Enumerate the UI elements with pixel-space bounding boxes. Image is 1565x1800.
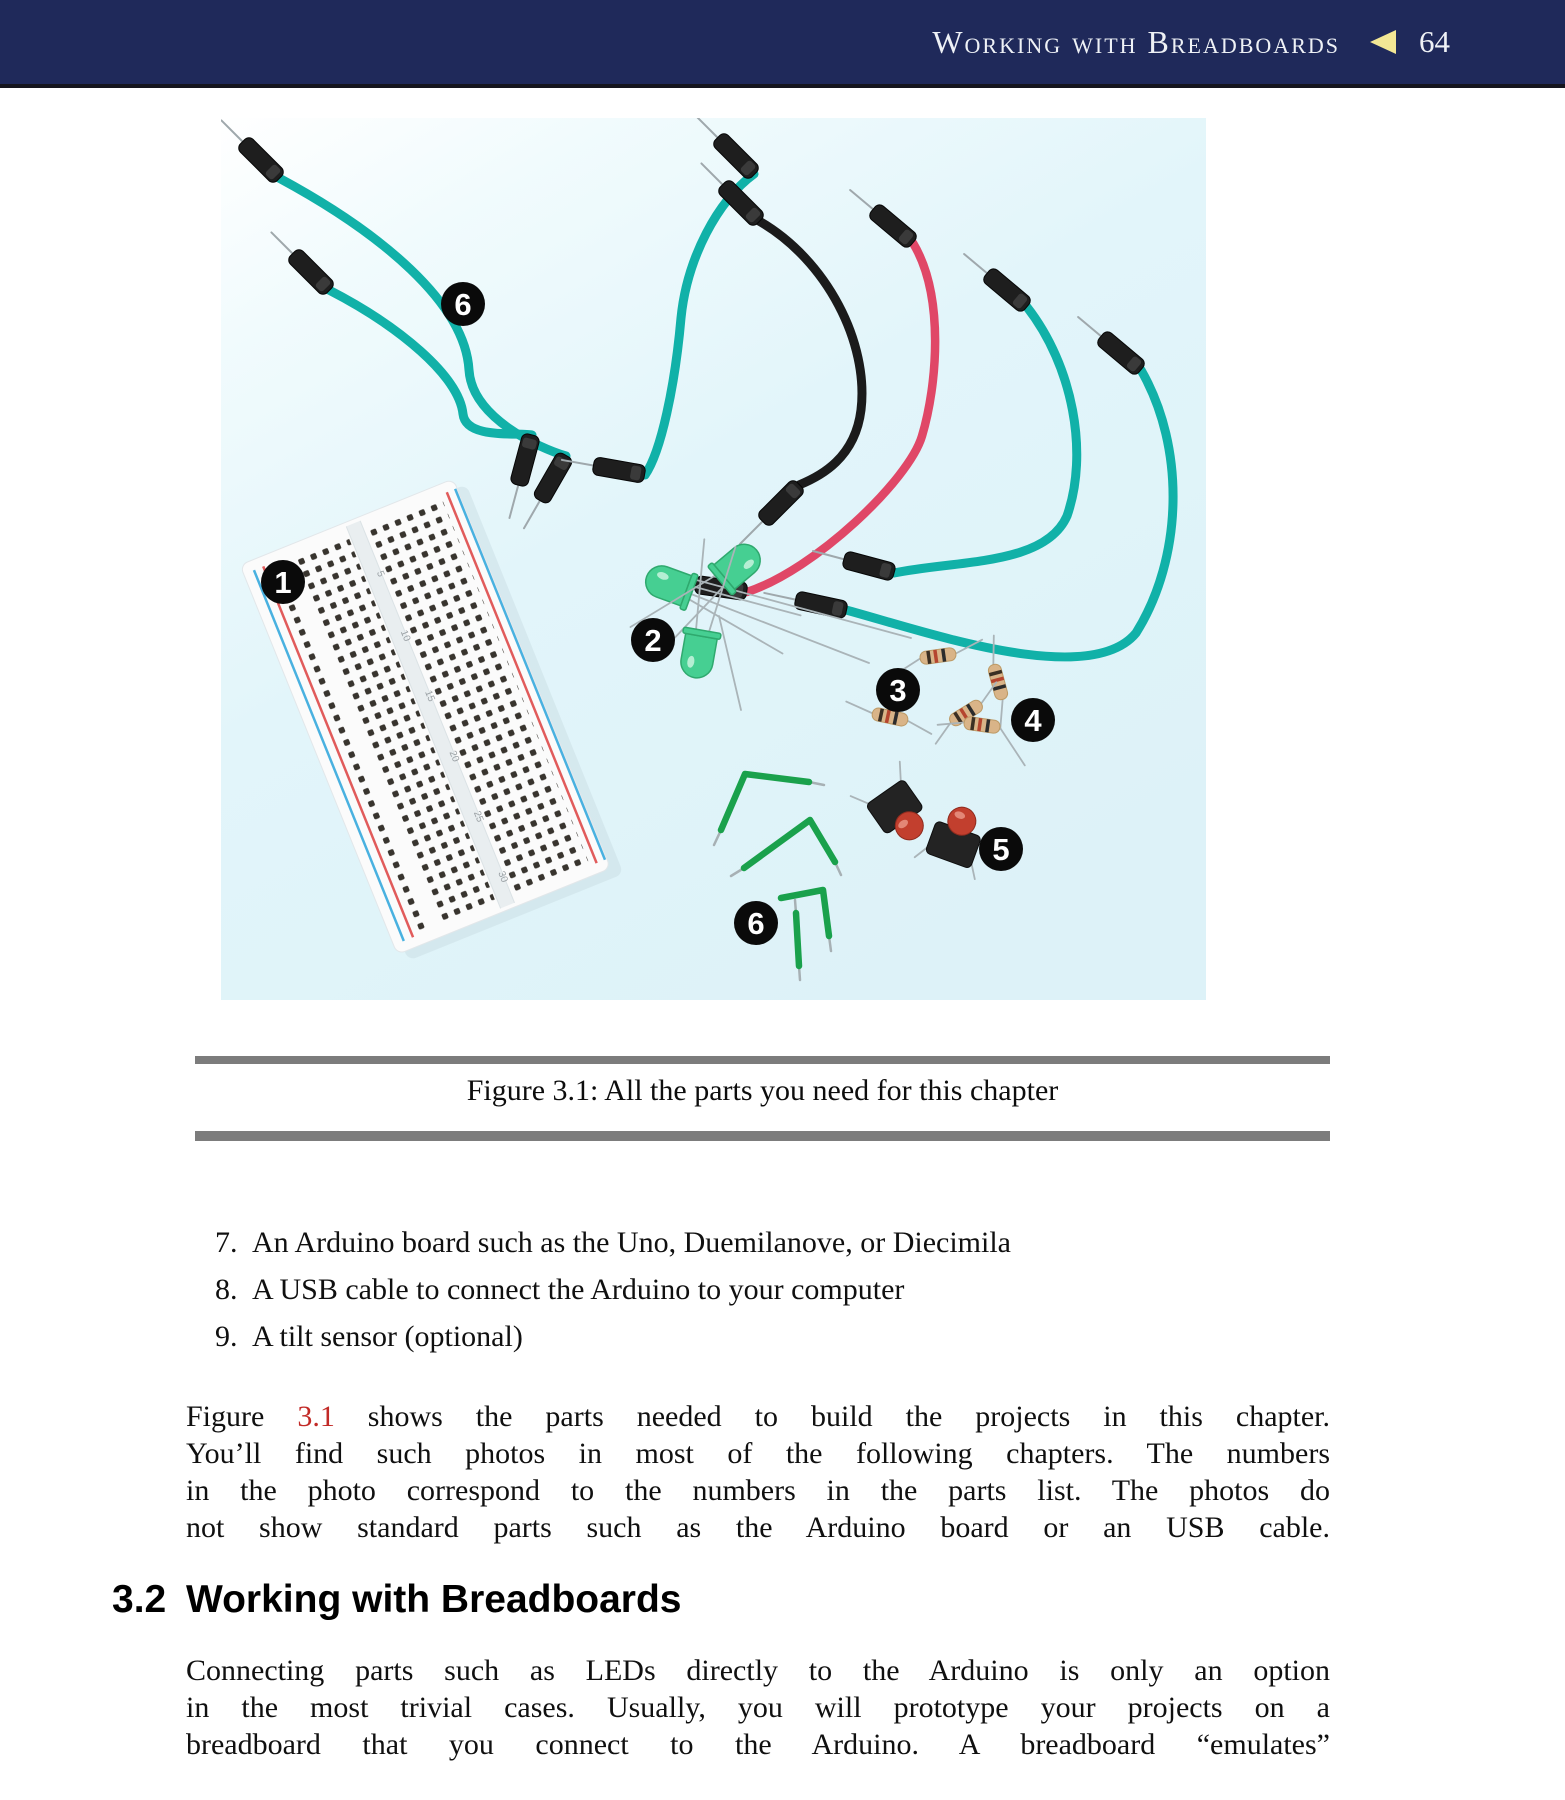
paragraph-figure-ref: Figure 3.1 shows the parts needed to bui… (186, 1398, 1330, 1546)
badge-3: 3 (876, 668, 920, 712)
svg-text:6: 6 (747, 906, 764, 941)
caption-rule-bottom (195, 1131, 1330, 1141)
list-item-number: 7. (215, 1226, 238, 1259)
svg-text:30: 30 (495, 870, 510, 885)
paragraph-line: not show standard parts such as the Ardu… (186, 1511, 1330, 1544)
back-triangle-icon[interactable] (1370, 30, 1396, 54)
jumper-wire-teal-2 (270, 231, 540, 519)
paragraph-line: Connecting parts such as LEDs directly t… (186, 1654, 1330, 1687)
svg-text:20: 20 (447, 749, 462, 764)
paragraph-line: You’ll find such photos in most of the f… (186, 1437, 1330, 1470)
paragraph-line: in the most trivial cases. Usually, you … (186, 1691, 1330, 1724)
pushbutton-group (849, 760, 981, 881)
led-group (629, 538, 802, 679)
svg-text:5: 5 (374, 569, 386, 579)
jumper-wire-teal-4 (811, 253, 1082, 581)
badge-6-bottom: 6 (734, 901, 778, 945)
figure-3-1-link[interactable]: 3.1 (297, 1400, 335, 1433)
list-item: 7. An Arduino board such as the Uno, Due… (215, 1224, 1335, 1261)
parts-list: 7. An Arduino board such as the Uno, Due… (215, 1224, 1335, 1365)
section-number: 3.2 (112, 1578, 167, 1621)
svg-text:1: 1 (274, 565, 291, 600)
svg-text:6: 6 (454, 287, 471, 322)
jumper-wire-black (700, 162, 867, 546)
badge-6-top: 6 (441, 282, 485, 326)
text-run: shows the parts needed to build the proj… (334, 1400, 1330, 1433)
paragraph-breadboards: Connecting parts such as LEDs directly t… (186, 1652, 1330, 1763)
svg-text:5: 5 (992, 832, 1009, 867)
section-title: Working with Breadboards (186, 1578, 682, 1621)
paragraph-line: in the photo correspond to the numbers i… (186, 1474, 1330, 1507)
resistor-group (845, 634, 1026, 767)
badge-2: 2 (631, 618, 675, 662)
list-item-number: 9. (215, 1320, 238, 1353)
page-header: Working with Breadboards 64 (0, 0, 1565, 88)
badge-4: 4 (1011, 698, 1055, 742)
running-title: Working with Breadboards (932, 23, 1340, 60)
jumper-wire-teal-5 (763, 316, 1178, 662)
jumper-wire-teal-3 (560, 118, 759, 483)
caption-rule-top (195, 1056, 1330, 1064)
svg-text:3: 3 (889, 673, 906, 708)
svg-text:2: 2 (644, 623, 661, 658)
wire-bits-group (712, 770, 843, 982)
list-item-text: A tilt sensor (optional) (252, 1320, 523, 1353)
list-item-text: A USB cable to connect the Arduino to yo… (252, 1273, 905, 1306)
svg-text:10: 10 (398, 629, 413, 644)
list-item: 9. A tilt sensor (optional) (215, 1318, 1335, 1355)
badge-5: 5 (979, 827, 1023, 871)
badge-1: 1 (261, 560, 305, 604)
parts-photo: 5 10 15 20 25 30 (221, 118, 1206, 1000)
text-run: Figure (186, 1400, 298, 1433)
figure-caption: Figure 3.1: All the parts you need for t… (466, 1074, 1059, 1107)
list-item: 8. A USB cable to connect the Arduino to… (215, 1271, 1335, 1308)
breadboard: 5 10 15 20 25 30 (241, 480, 622, 959)
svg-text:25: 25 (471, 809, 486, 824)
paragraph-line: breadboard that you connect to the Ardui… (186, 1728, 1330, 1761)
svg-text:15: 15 (422, 689, 437, 704)
paragraph-line: Figure 3.1 shows the parts needed to bui… (186, 1398, 1330, 1435)
section-heading: 3.2 Working with Breadboards (0, 1578, 1565, 1630)
list-item-text: An Arduino board such as the Uno, Duemil… (252, 1226, 1011, 1259)
svg-text:4: 4 (1024, 703, 1042, 738)
list-item-number: 8. (215, 1273, 238, 1306)
page-number: 64 (1419, 24, 1450, 59)
